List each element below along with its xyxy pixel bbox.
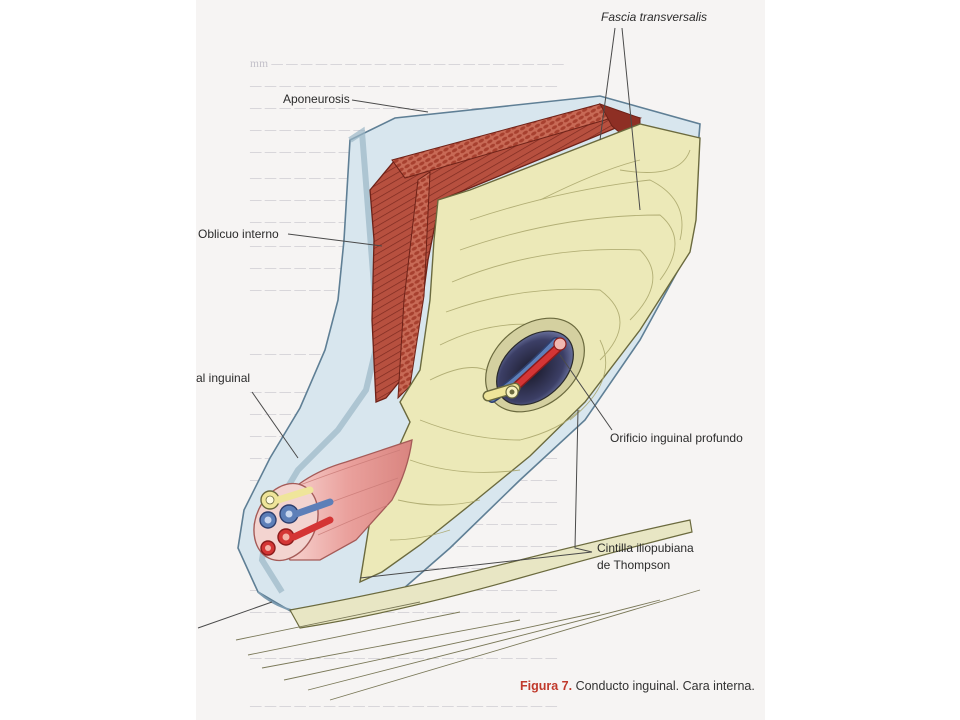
label-canal-inguinal: al inguinal [196, 371, 250, 385]
figure-number: Figura 7. [520, 679, 573, 693]
spermatic-cord [253, 439, 413, 562]
figure-caption-text: Conducto inguinal. Cara interna. [575, 679, 755, 693]
annotations: Fascia transversalis Aponeurosis Oblicuo… [196, 10, 743, 629]
label-cintilla-line2: de Thompson [597, 558, 670, 572]
label-aponeurosis: Aponeurosis [283, 92, 350, 106]
iliopubic-tract [235, 519, 701, 701]
label-orificio-inguinal-profundo: Orificio inguinal profundo [610, 431, 743, 445]
label-fascia-transversalis: Fascia transversalis [601, 10, 707, 24]
label-cintilla-line1: Cintilla iliopubiana [597, 541, 694, 555]
cord-vessels [259, 486, 334, 556]
label-oblicuo-interno: Oblicuo interno [198, 227, 279, 241]
deep-inguinal-ring [482, 317, 585, 413]
figure-caption: Figura 7. Conducto inguinal. Cara intern… [520, 679, 755, 693]
